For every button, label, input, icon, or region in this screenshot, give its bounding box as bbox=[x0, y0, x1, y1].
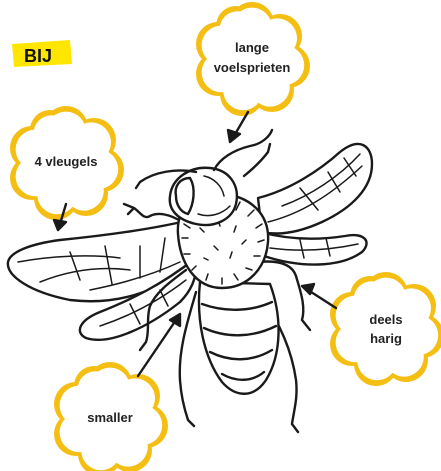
right-wings bbox=[258, 144, 372, 265]
callout-antennae-line1: lange bbox=[235, 40, 269, 55]
title-badge: BIJ bbox=[12, 40, 72, 67]
callout-hair-line1: deels bbox=[369, 312, 402, 327]
arrow-hair bbox=[302, 284, 336, 308]
abdomen bbox=[199, 282, 279, 394]
callout-hair: deels harig bbox=[330, 272, 441, 386]
left-hind-leg bbox=[180, 292, 196, 426]
left-wings bbox=[8, 218, 198, 340]
callout-wings-line1: 4 vleugels bbox=[35, 154, 98, 169]
right-front-leg bbox=[244, 144, 270, 176]
callout-body: smaller bbox=[54, 362, 168, 471]
head bbox=[170, 168, 237, 225]
antenna-right bbox=[214, 130, 272, 170]
callout-wings: 4 vleugels bbox=[10, 106, 124, 220]
arrow-antennae bbox=[228, 112, 248, 142]
callout-antennae-line2: voelsprieten bbox=[214, 60, 291, 75]
callout-body-line1: smaller bbox=[87, 410, 133, 425]
callout-antennae: lange voelsprieten bbox=[196, 2, 310, 116]
page-title: BIJ bbox=[24, 46, 52, 66]
callout-hair-line2: harig bbox=[370, 331, 402, 346]
